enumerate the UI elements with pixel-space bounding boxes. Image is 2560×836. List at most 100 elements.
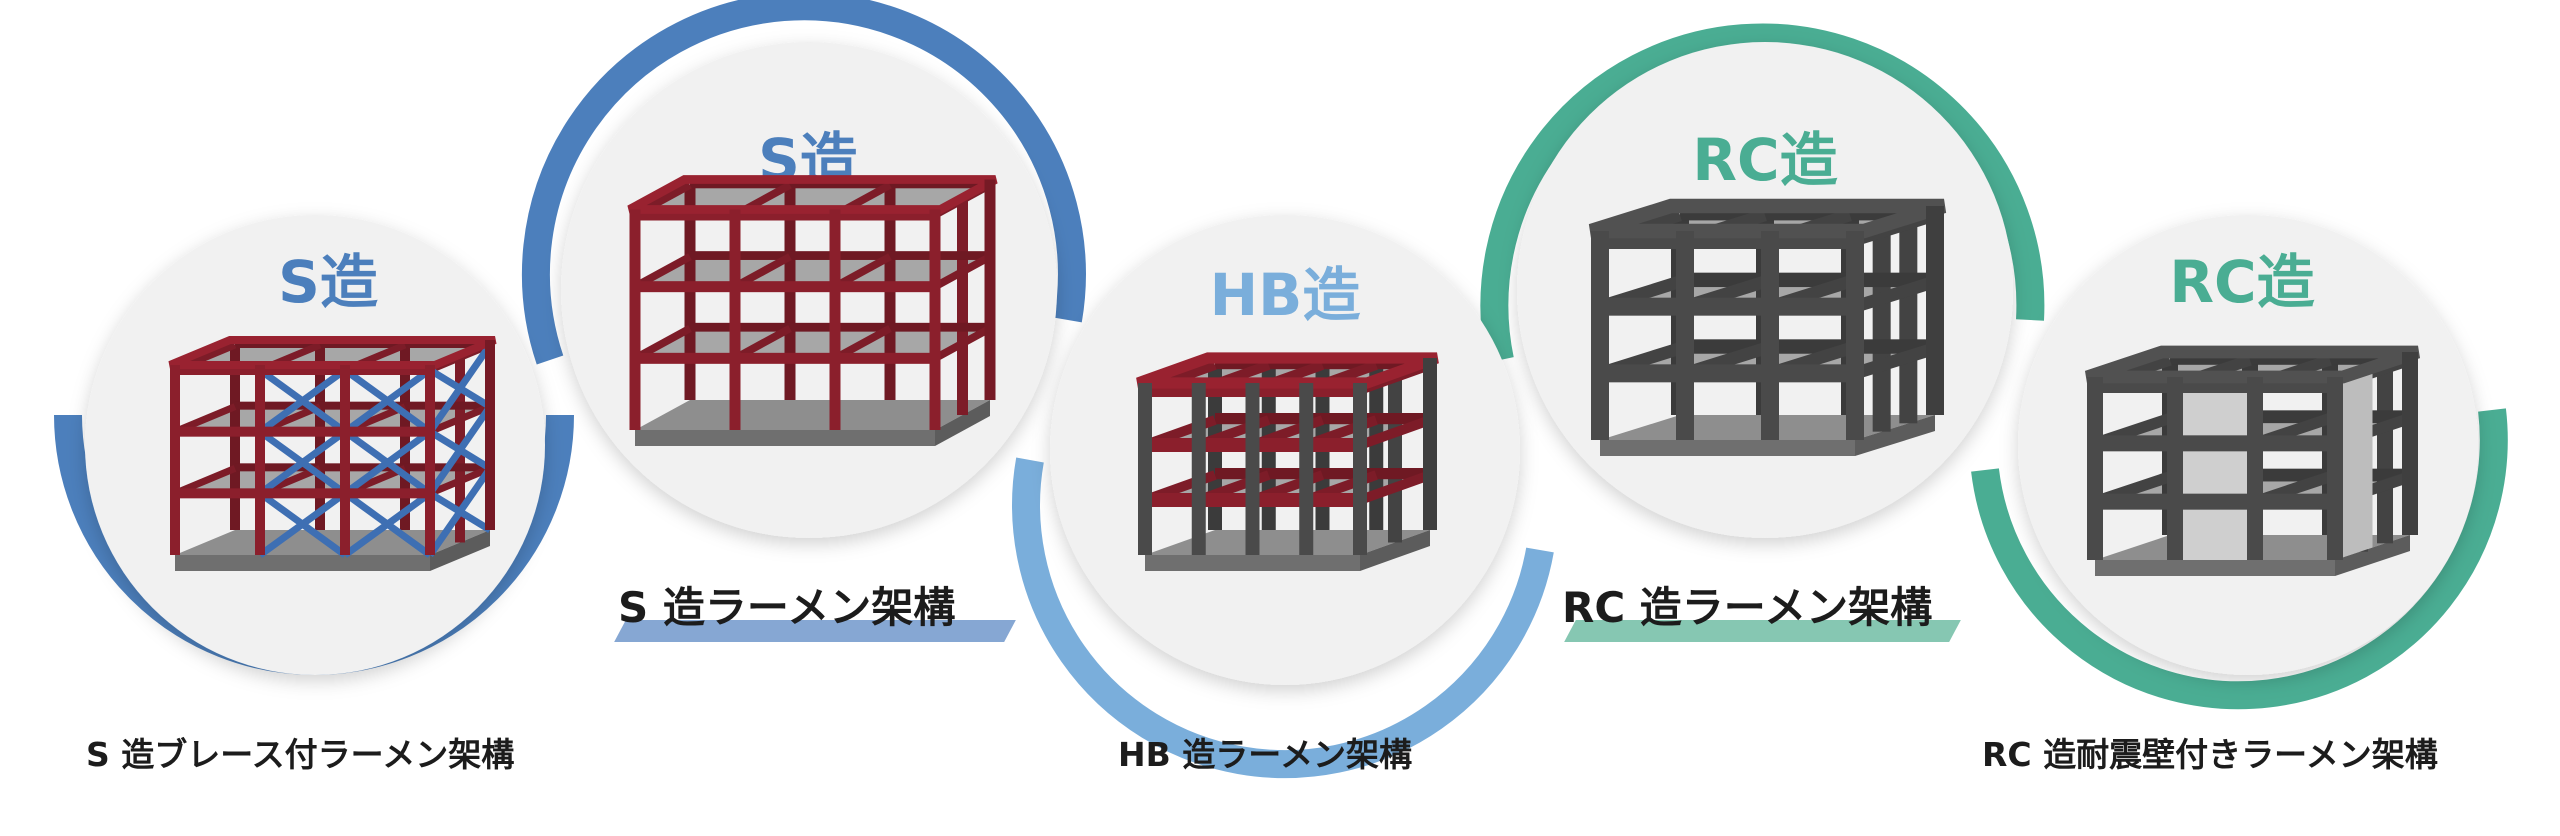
base-side	[1360, 530, 1430, 571]
brace	[342, 428, 433, 497]
shear-wall-side	[2335, 372, 2373, 560]
brace	[428, 367, 492, 410]
corner-column	[485, 340, 495, 530]
building-s-brace-illustration	[168, 336, 497, 571]
base-side	[2335, 535, 2410, 576]
base-side	[1855, 415, 1935, 456]
brace	[257, 490, 348, 558]
back-beam	[1680, 272, 1935, 288]
front-beam	[170, 426, 435, 437]
back-column	[230, 345, 240, 530]
title-hb: HB造	[1210, 261, 1361, 329]
front-column	[1846, 231, 1864, 440]
front-column	[425, 365, 435, 555]
back-column	[784, 185, 796, 400]
ring-s-rahmen	[521, 0, 1086, 365]
label-rc-wall: RC 造耐震壁付きラーメン架構	[1982, 735, 2438, 774]
depth-beam	[933, 324, 992, 362]
depth-beam	[1853, 275, 1937, 313]
front-beam	[629, 281, 941, 293]
depth-beam	[1358, 470, 1432, 505]
corner-column	[1423, 358, 1437, 530]
brace	[342, 367, 433, 435]
back-column	[315, 345, 325, 530]
back-column	[684, 185, 696, 400]
corner-column	[2402, 352, 2418, 535]
front-column	[1353, 383, 1367, 555]
front-column	[929, 209, 941, 430]
building-hb-illustration	[1136, 352, 1439, 571]
front-column	[2167, 377, 2183, 560]
brace	[257, 428, 348, 497]
base-side	[430, 530, 490, 571]
front-column	[1138, 383, 1152, 555]
title-rc-rahmen: RC造	[1692, 126, 1837, 194]
front-column	[2247, 377, 2263, 560]
corner-column	[984, 179, 996, 400]
floor-slab	[635, 328, 990, 359]
ring-hb	[1012, 457, 1554, 778]
base-front	[2095, 560, 2335, 576]
title-s-brace: S造	[278, 248, 378, 316]
brace	[342, 490, 433, 558]
front-column	[1591, 231, 1609, 440]
front-column	[255, 365, 265, 555]
base-slab	[635, 400, 990, 430]
front-column	[170, 365, 180, 555]
label-s-rahmen: S 造ラーメン架構	[618, 583, 956, 632]
building-rc-wall-illustration	[2084, 345, 2421, 576]
base-front	[175, 555, 430, 571]
side-column	[2377, 368, 2393, 544]
back-column	[400, 345, 410, 530]
back-beam	[1680, 339, 1935, 354]
ring-rc-rahmen	[1480, 23, 2045, 363]
label-s-brace: S 造ブレース付ラーメン架構	[86, 735, 515, 774]
front-beam	[1591, 297, 1864, 316]
back-beam	[1215, 413, 1430, 425]
front-beam	[629, 352, 941, 364]
corner-column	[1926, 206, 1944, 415]
front-column	[629, 209, 641, 430]
label-rc-rahmen: RC 造ラーメン架構	[1562, 583, 1933, 632]
front-column	[2087, 377, 2103, 560]
base-front	[1145, 555, 1360, 571]
front-beam	[170, 488, 435, 499]
depth-beam	[428, 465, 492, 497]
side-column	[1899, 223, 1918, 424]
back-beam	[235, 401, 490, 410]
depth-beam	[428, 403, 492, 435]
depth-beam	[1853, 342, 1937, 380]
front-column	[729, 209, 741, 430]
front-column	[829, 209, 841, 430]
front-beam	[1591, 364, 1864, 383]
back-beam	[1215, 468, 1430, 480]
front-column	[1245, 383, 1260, 555]
brace	[428, 490, 492, 533]
back-column	[884, 185, 896, 400]
base-front	[1600, 440, 1855, 456]
shear-wall	[2183, 385, 2247, 560]
building-rc-rahmen-illustration	[1588, 198, 1947, 456]
depth-beam	[1358, 415, 1432, 450]
back-beam	[235, 463, 490, 472]
front-column	[1676, 231, 1694, 440]
front-beam	[170, 365, 435, 375]
side-column	[957, 200, 968, 415]
ring-rc-wall	[1971, 408, 2508, 710]
title-rc-wall: RC造	[2169, 248, 2314, 316]
floor-slab	[635, 256, 990, 287]
side-column	[1388, 377, 1402, 543]
front-beam	[2087, 435, 2343, 452]
front-column	[340, 365, 350, 555]
front-beam	[2087, 493, 2343, 510]
front-column	[1299, 383, 1314, 555]
depth-beam	[933, 253, 992, 291]
front-column	[1761, 231, 1779, 440]
brace	[428, 428, 492, 472]
front-column	[1191, 383, 1206, 555]
base-side	[935, 400, 990, 446]
label-hb-rahmen: HB 造ラーメン架構	[1118, 735, 1412, 774]
front-beam	[629, 209, 941, 221]
brace	[257, 367, 348, 435]
